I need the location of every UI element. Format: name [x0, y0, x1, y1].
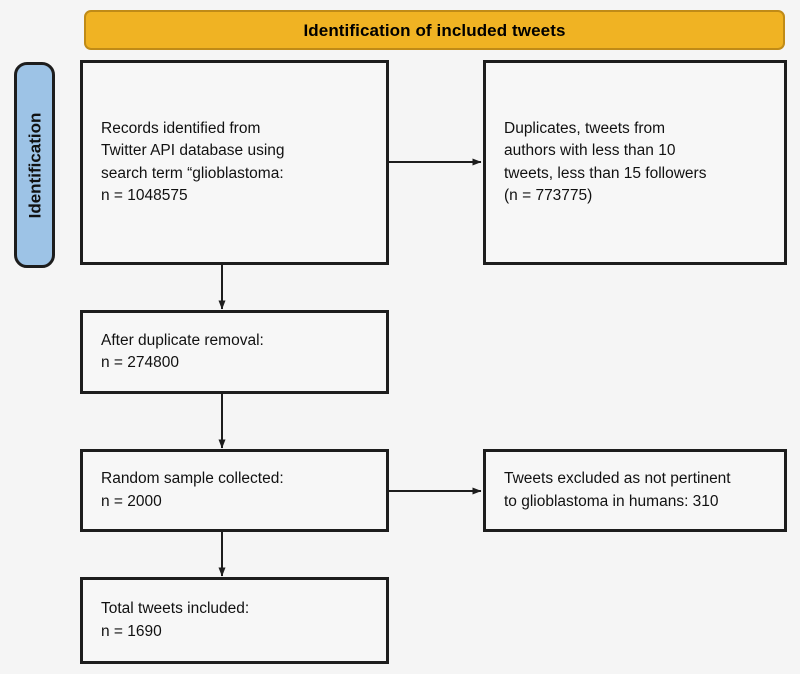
box-excluded-not-pertinent-text: Tweets excluded as not pertinent to glio… — [504, 470, 731, 510]
box-after-duplicate-removal-text: After duplicate removal: n = 274800 — [101, 331, 264, 371]
box-excluded-not-pertinent: Tweets excluded as not pertinent to glio… — [483, 449, 787, 532]
box-total-included-text: Total tweets included: n = 1690 — [101, 600, 250, 640]
box-random-sample-text: Random sample collected: n = 2000 — [101, 470, 284, 510]
box-records-identified: Records identified from Twitter API data… — [80, 60, 389, 265]
box-duplicates-removed-text: Duplicates, tweets from authors with les… — [504, 119, 707, 204]
identification-banner-title: Identification of included tweets — [303, 20, 566, 40]
identification-banner: Identification of included tweets — [84, 10, 785, 50]
stage-label-identification-text: Identification — [25, 112, 44, 218]
box-total-included: Total tweets included: n = 1690 — [80, 577, 389, 664]
box-records-identified-text: Records identified from Twitter API data… — [101, 119, 285, 204]
box-random-sample: Random sample collected: n = 2000 — [80, 449, 389, 532]
stage-label-identification: Identification — [14, 62, 55, 268]
box-duplicates-removed: Duplicates, tweets from authors with les… — [483, 60, 787, 265]
box-after-duplicate-removal: After duplicate removal: n = 274800 — [80, 310, 389, 394]
